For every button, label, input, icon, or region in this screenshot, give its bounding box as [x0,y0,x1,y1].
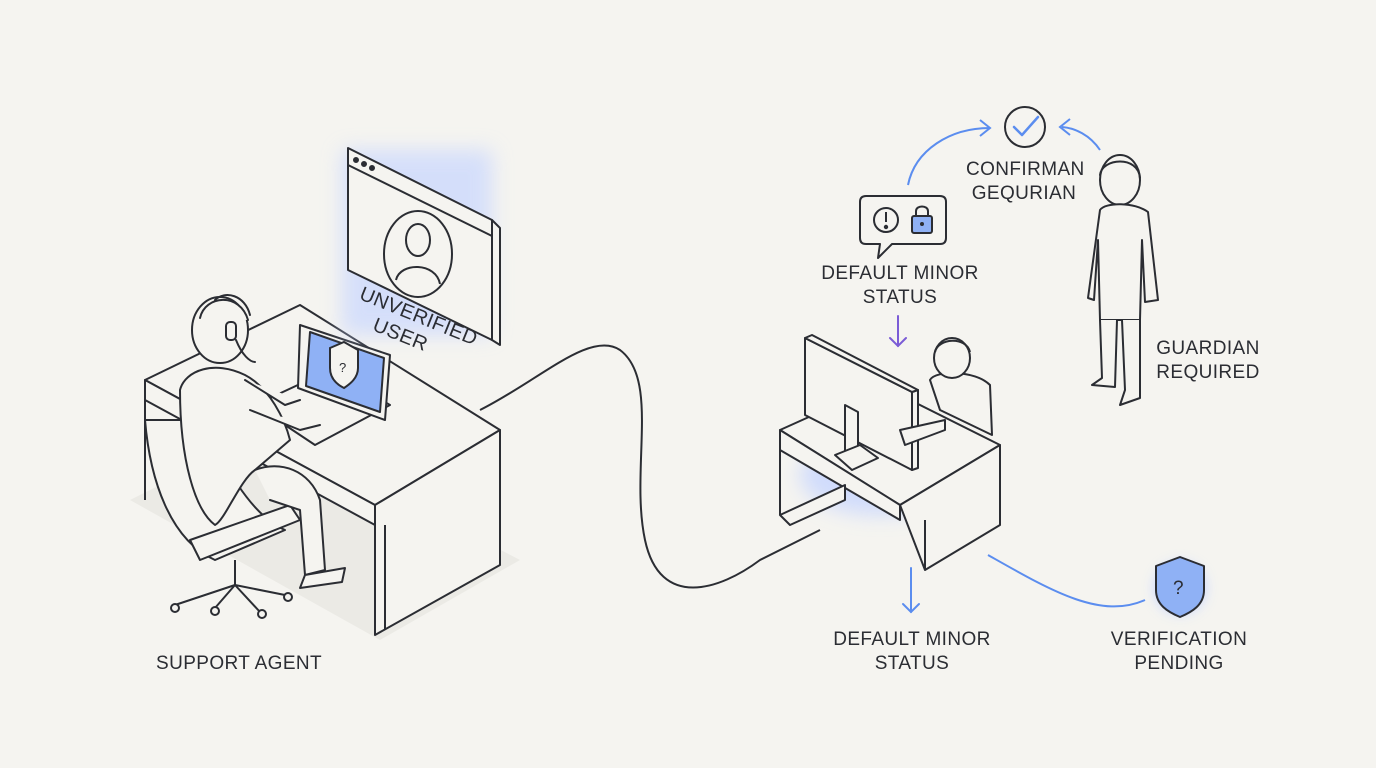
default-minor-text: DEFAULT MINOR [821,263,979,284]
support-agent-figure [179,294,346,589]
status-text: STATUS [862,287,938,308]
laptop-shield-icon: ? [329,340,359,390]
guardian-text: GEQURIAN [971,183,1077,204]
svg-text:?: ? [339,360,346,375]
monitor [804,334,946,471]
purple-down-arrow [889,315,907,348]
status-speech-bubble [859,195,947,259]
support-agent-text: SUPPORT AGENT [156,653,323,674]
default-minor-status-top-label: DEFAULT MINOR STATUS [818,262,982,310]
connection-cable [479,344,821,589]
verification-pending-label: VERIFICATION PENDING [1104,628,1254,676]
verification-text: VERIFICATION [1110,629,1248,650]
verification-shield-icon: ? [1154,556,1206,618]
pending-text: PENDING [1134,653,1224,674]
confirm-guardian-label: CONFIRMAN GEQURIAN [966,158,1085,206]
child-figure [929,337,993,436]
guardian-required-label: GUARDIAN REQUIRED [1150,337,1266,385]
unverified-user-window [342,147,501,346]
support-agent-label: SUPPORT AGENT [156,652,322,676]
confirm-text: CONFIRMAN [966,159,1085,180]
guardian-required-line2: REQUIRED [1156,362,1260,383]
svg-text:?: ? [1173,578,1184,599]
status-bottom-text: STATUS [874,653,950,674]
confirm-cycle [907,106,1101,186]
guardian-figure [1087,154,1159,406]
guardian-required-line1: GUARDIAN [1156,338,1260,359]
default-minor-bottom-text: DEFAULT MINOR [833,629,991,650]
verification-link [987,554,1146,608]
default-minor-status-bottom-label: DEFAULT MINOR STATUS [828,628,996,676]
blue-down-arrow [902,567,920,614]
